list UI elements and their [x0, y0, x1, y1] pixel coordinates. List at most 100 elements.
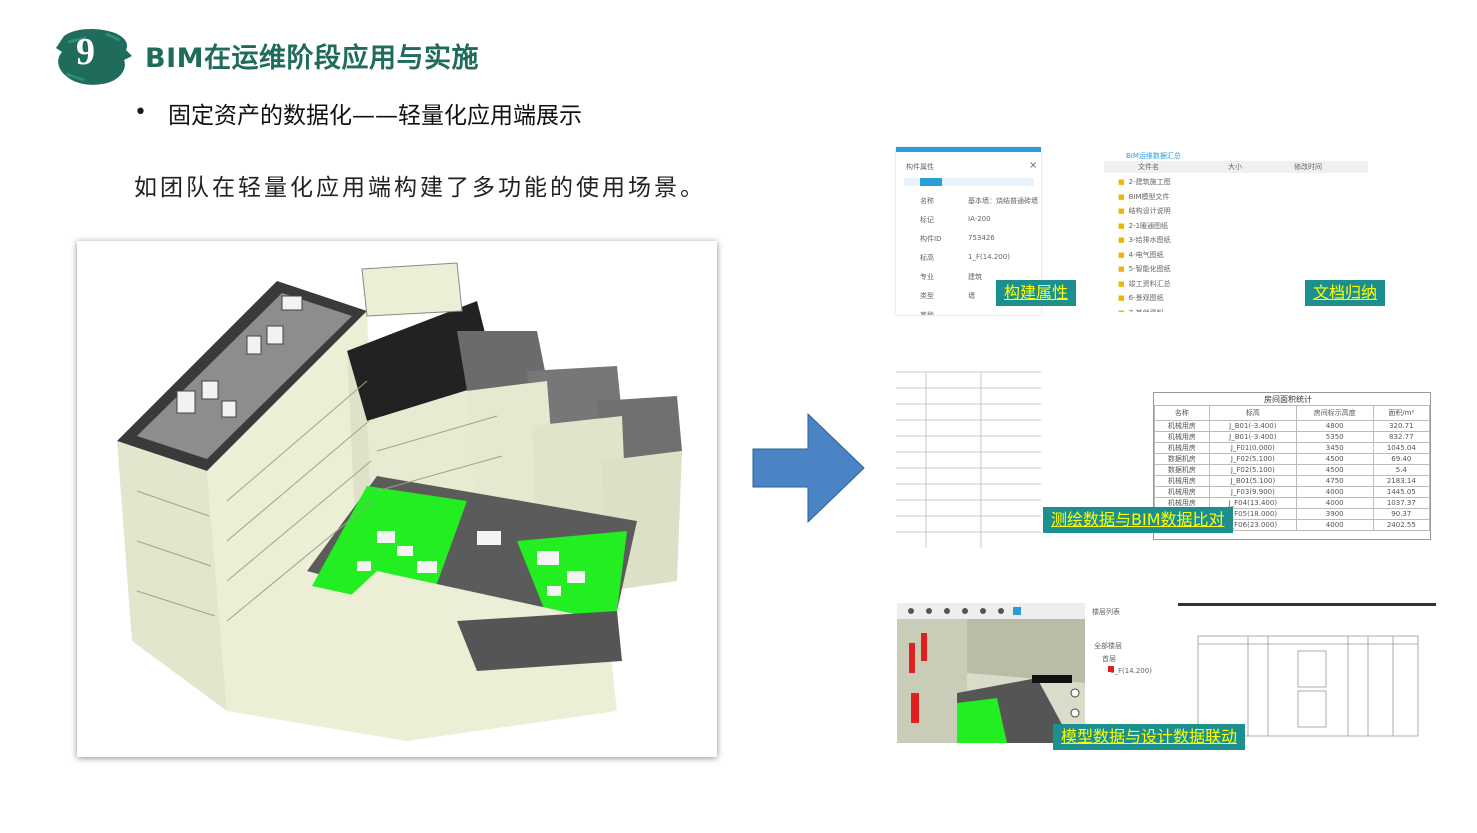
document-name: 2-1暖通图纸: [1128, 221, 1169, 230]
caption-survey-compare[interactable]: 测绘数据与BIM数据比对: [1043, 507, 1233, 533]
document-row[interactable]: ■5-智能化图纸: [1118, 264, 1171, 274]
document-name: 3-给排水图纸: [1128, 236, 1171, 244]
table-cell: J_B01(5.100): [1208, 475, 1297, 487]
property-key: 其他: [920, 311, 934, 315]
document-name: BIM模型文件: [1128, 192, 1170, 201]
document-row[interactable]: ■3-给排水图纸: [1118, 235, 1171, 245]
col-modified: 修改时间: [1294, 163, 1322, 171]
table-cell: 机械用房: [1154, 431, 1210, 443]
table-cell: 2402.55: [1372, 519, 1430, 531]
folder-icon: ■: [1118, 192, 1125, 201]
document-row[interactable]: ■BIM模型文件: [1118, 192, 1170, 202]
property-value: IA-200: [968, 215, 991, 223]
document-row[interactable]: ■2-1暖通图纸: [1118, 221, 1168, 231]
table-cell: J_F02(5.100): [1208, 464, 1297, 476]
property-key: 标记: [920, 216, 934, 224]
floor-tree-panel: 楼层列表 全部楼层首层 1_F(14.200): [1088, 603, 1174, 743]
document-row[interactable]: ■6-景观图纸: [1118, 293, 1164, 303]
model-viewport[interactable]: [897, 603, 1085, 743]
col-filename: 文件名: [1138, 163, 1159, 171]
table-cell: 4000: [1295, 497, 1374, 509]
area-table-title: 房间面积统计: [1264, 395, 1312, 404]
selected-marker: [1108, 666, 1114, 672]
table-cell: J_B01(-3.400): [1208, 420, 1297, 432]
description-text: 如团队在轻量化应用端构建了多功能的使用场景。: [134, 175, 706, 201]
section-number-badge: [56, 28, 132, 85]
document-name: 竣工资料汇总: [1128, 279, 1171, 288]
table-cell: 机械用房: [1154, 486, 1210, 498]
folder-icon: ■: [1118, 207, 1125, 215]
folder-icon: ■: [1118, 265, 1125, 273]
table-cell: 1045.04: [1372, 442, 1430, 454]
table-cell: 320.71: [1372, 420, 1430, 432]
table-cell: 5350: [1295, 431, 1374, 443]
property-value: 基本墙：烧结普通砖墙: [968, 197, 1038, 205]
property-value: 753426: [968, 234, 995, 242]
badge-number: 9: [76, 31, 95, 73]
property-key: 类型: [920, 292, 934, 300]
design-drawing-panel: [1178, 603, 1436, 746]
table-cell: 3900: [1295, 508, 1374, 520]
floor-tree-item[interactable]: 1_F(14.200): [1110, 667, 1152, 675]
floor-tree-item[interactable]: 首层: [1102, 655, 1116, 663]
design-drawing: [1197, 635, 1419, 737]
table-cell: 4750: [1295, 475, 1374, 487]
document-row[interactable]: ■竣工资料汇总: [1118, 279, 1171, 289]
property-value: 建筑: [968, 273, 982, 281]
caption-doc-archive[interactable]: 文档归纳: [1305, 280, 1386, 306]
table-cell: 机械用房: [1154, 475, 1210, 487]
folder-icon: ■: [1118, 294, 1125, 302]
property-key: 构件ID: [920, 235, 942, 243]
table-cell: 4500: [1295, 464, 1374, 476]
caption-component-props[interactable]: 构建属性: [996, 280, 1077, 306]
tree-title: 楼层列表: [1092, 608, 1120, 616]
table-cell: 90.37: [1372, 508, 1430, 520]
column-header: 面积/m²: [1372, 405, 1430, 421]
form-grid-lines: [896, 371, 1041, 548]
folder-icon: ■: [1118, 178, 1125, 186]
table-cell: 机械用房: [1154, 420, 1210, 432]
form-grid: [896, 362, 1041, 548]
table-cell: 69.40: [1372, 453, 1430, 465]
property-value: 墙: [968, 292, 975, 300]
table-cell: 4000: [1295, 486, 1374, 498]
table-cell: 数据机房: [1154, 464, 1210, 476]
document-row[interactable]: ■2-建筑施工图: [1118, 177, 1171, 187]
property-key: 专业: [920, 273, 934, 281]
document-name: 4-电气图纸: [1128, 250, 1164, 259]
property-value: 1_F(14.200): [968, 253, 1010, 261]
table-cell: 2183.14: [1372, 475, 1430, 487]
right-arrow-icon: [752, 413, 865, 523]
folder-icon: ■: [1118, 236, 1125, 244]
table-cell: J_F03(9.900): [1208, 486, 1297, 498]
survey-form-panel: [896, 362, 1041, 548]
section-subtitle: 固定资产的数据化——轻量化应用端展示: [168, 103, 582, 129]
table-cell: 4500: [1295, 453, 1374, 465]
building-model-illustration: [117, 262, 682, 741]
table-cell: 5.4: [1372, 464, 1430, 476]
table-cell: 1445.05: [1372, 486, 1430, 498]
caption-model-link[interactable]: 模型数据与设计数据联动: [1053, 724, 1246, 750]
document-name: 5-智能化图纸: [1128, 265, 1171, 273]
document-row[interactable]: ■结构设计说明: [1118, 206, 1171, 216]
table-cell: 4800: [1295, 420, 1374, 432]
document-row[interactable]: ■7-其他资料: [1118, 308, 1164, 313]
column-header: 标高: [1208, 405, 1297, 421]
table-cell: 数据机房: [1154, 453, 1210, 465]
document-name: 6-景观图纸: [1128, 294, 1164, 302]
table-cell: 1037.37: [1372, 497, 1430, 509]
model-viewer-panel: [897, 603, 1085, 743]
close-icon[interactable]: ×: [1029, 160, 1038, 171]
column-header: 房间标示高度: [1295, 405, 1374, 421]
property-key: 名称: [920, 197, 934, 205]
document-name: 2-建筑施工图: [1128, 178, 1171, 186]
document-row[interactable]: ■4-电气图纸: [1118, 250, 1164, 260]
floor-tree-item[interactable]: 全部楼层: [1094, 642, 1122, 650]
